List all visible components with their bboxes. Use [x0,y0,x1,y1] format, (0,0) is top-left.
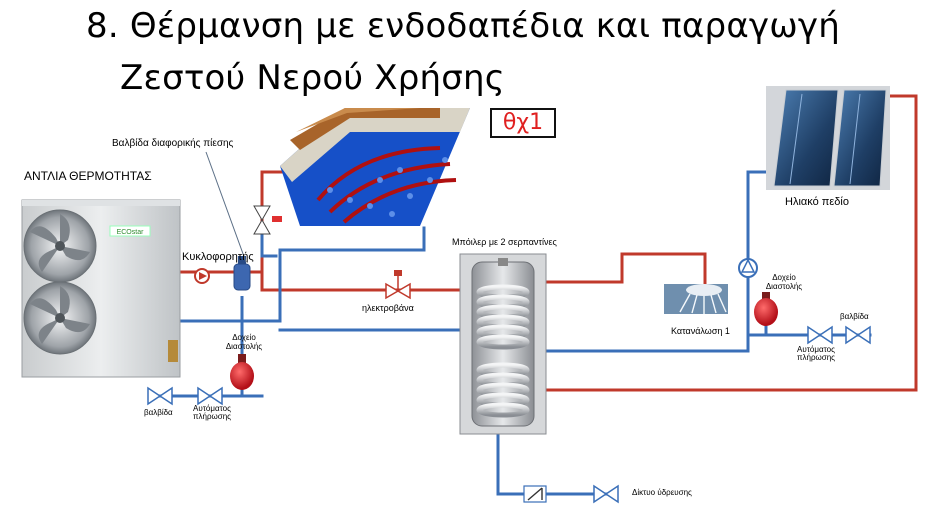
solar-pump-icon[interactable] [738,258,758,278]
circulator-pump-icon[interactable] [194,268,210,284]
heat-pump-label: ΑΝΤΛΙΑ ΘΕΡΜΟΤΗΤΑΣ [24,169,152,183]
diagram-code-badge: θχ1 [490,108,556,138]
valve-right-label: βαλβίδα [840,312,869,321]
diff-valve-label: Βαλβίδα διαφορικής πίεσης [112,138,234,149]
page-title-line-1: 8. Θέρμανση με ενδοδαπέδια και παραγωγή [86,6,840,46]
cold-pipe-diff-valve [260,230,278,258]
boiler-label: Μπόιλερ με 2 σερπαντίνες [452,237,557,247]
hot-pipe-dhw [543,252,707,287]
circulator-label: Κυκλοφορητής [182,251,254,263]
diff-pressure-valve[interactable] [253,205,282,235]
solenoid-valve[interactable] [385,270,411,300]
consumption-label: Κατανάλωση 1 [671,326,730,336]
fan-icon [23,209,97,283]
solenoid-label: ηλεκτροβάνα [362,303,414,313]
valve-icon[interactable] [147,386,173,406]
page-title-line-2: Ζεστού Νερού Χρήσης [120,58,505,98]
valve-icon[interactable] [593,484,619,504]
boiler-tank [459,253,547,435]
heat-pump-brand: ECOstar [117,229,145,236]
expansion-tank-right-label-2: Διαστολής [765,282,803,291]
water-network-label: Δίκτυο ύδρευσης [632,488,692,497]
solar-panel-icon [766,86,890,190]
autofill-right-label-2: πλήρωσης [796,353,835,362]
expansion-tank-icon [754,292,778,326]
diff-valve-pointer [205,151,247,263]
valve-icon[interactable] [197,386,223,406]
expansion-tank-left-label-2: Διαστολής [225,342,263,351]
dirt-separator-icon [233,256,251,291]
hot-pipe-solar [518,94,918,392]
valve-left-label: βαλβίδα [144,408,173,417]
hot-pipe-to-boiler [260,270,464,292]
autofill-right-label-1: Αυτόματος [797,345,835,354]
valve-icon[interactable] [845,325,871,345]
autofill-left-label-1: Αυτόματος [193,404,231,413]
underfloor-heating-image [280,108,470,226]
solar-field-label: Ηλιακό πεδίο [785,196,849,208]
upper-coil [476,284,530,350]
pipe-network [148,94,918,496]
autofill-left-label-2: πλήρωσης [192,412,231,421]
expansion-tank-left-label-1: Δοχείο [232,333,256,342]
fan-icon [23,281,97,355]
shower-icon [664,284,728,314]
cold-pipe-heatpump-return [180,226,426,323]
lower-coil [476,362,530,418]
valve-icon[interactable] [807,325,833,345]
cold-pipe-mains [496,430,618,496]
expansion-tank-right-label-1: Δοχείο [772,273,796,282]
heat-pump-unit: ECOstar [21,199,181,378]
expansion-tank-icon [230,354,254,390]
check-valve-icon [523,485,547,503]
